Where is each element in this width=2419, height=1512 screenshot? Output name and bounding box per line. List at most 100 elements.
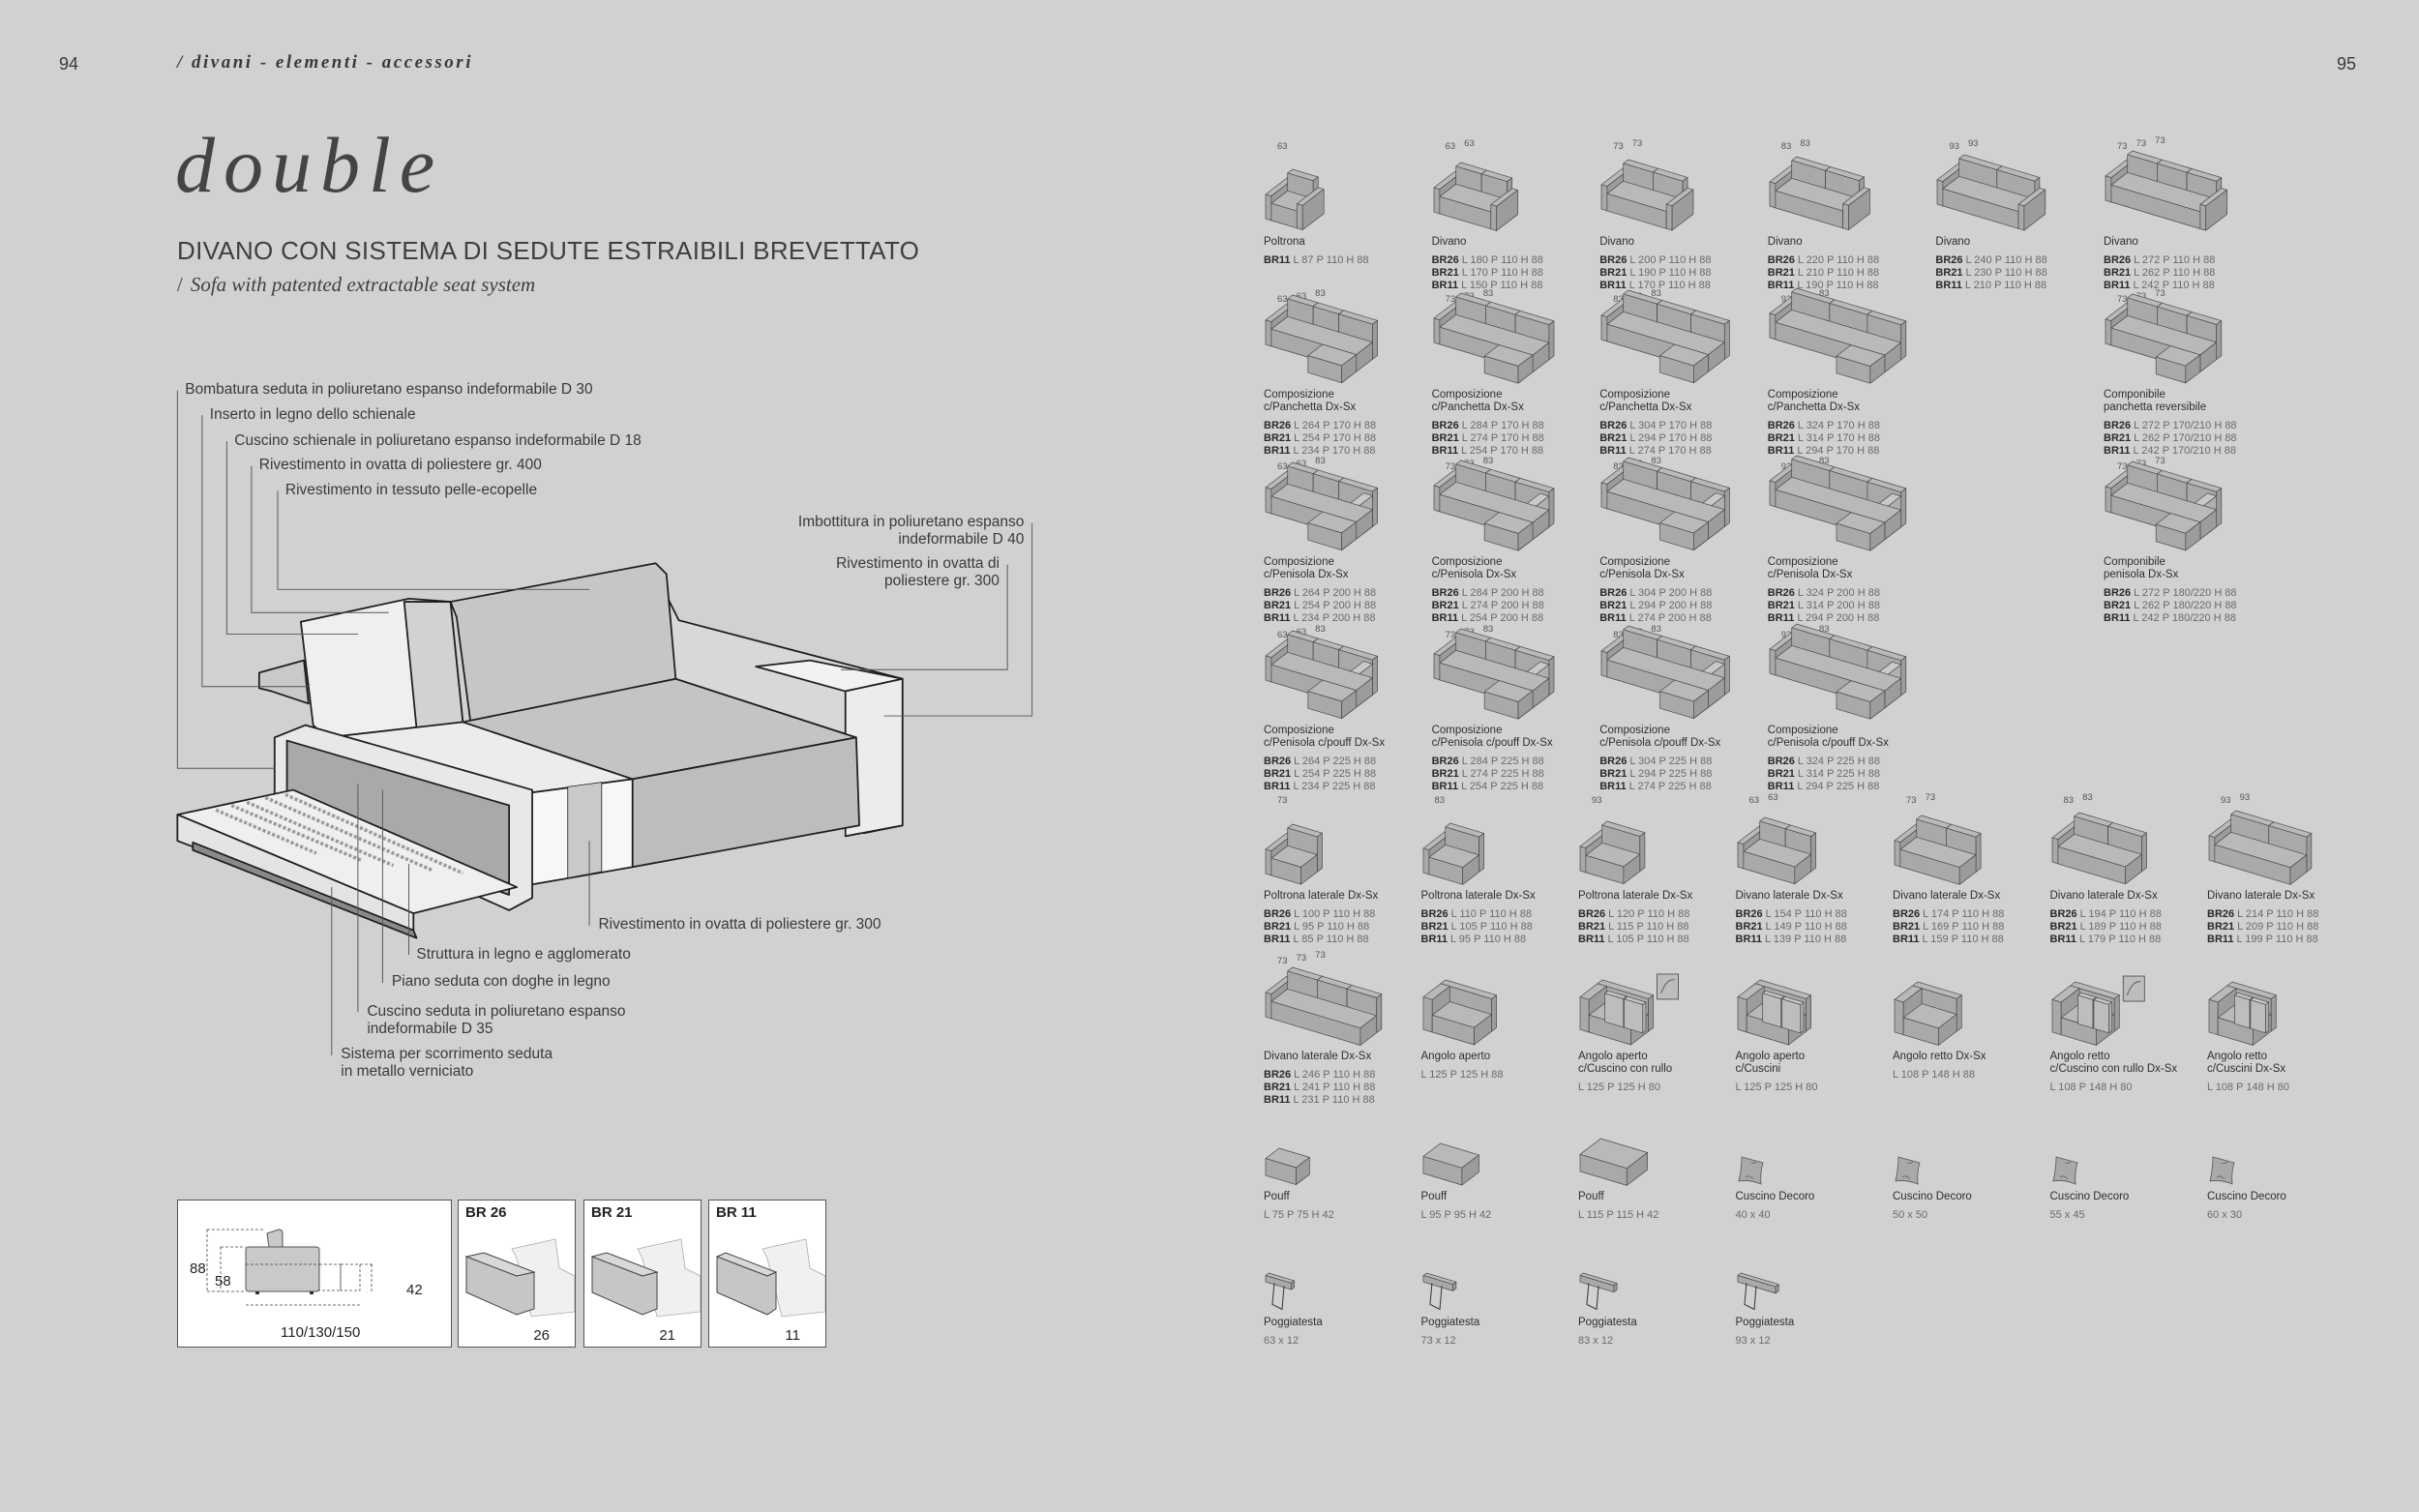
catalog-item[interactable]: 737383Composizionec/Penisola Dx-SxBR26L … [1432, 456, 1587, 625]
item-name-line: Composizione [1599, 556, 1671, 568]
seat-width: 63 [1768, 792, 1778, 803]
dimension-values: L 246 P 110 H 88 [1294, 1069, 1376, 1081]
seat-width: 73 [2155, 288, 2165, 299]
item-name-line: Composizione [1767, 389, 1838, 400]
catalog-item[interactable]: 939383Composizionec/Penisola Dx-SxBR26L … [1767, 455, 1923, 625]
dimension-values: L 234 P 225 H 88 [1293, 781, 1376, 792]
headrest-icon [1265, 1272, 1296, 1310]
catalog-item[interactable]: 838383Composizionec/Penisola Dx-SxBR26L … [1599, 456, 1754, 625]
item-dimensions: 73 x 12 [1421, 1335, 1576, 1348]
item-name-line: c/Penisola Dx-Sx [1599, 569, 1685, 580]
seat-width-labels: 73 [1277, 795, 1288, 806]
item-name-line: c/Penisola Dx-Sx [1264, 569, 1349, 580]
seat-width: 83 [1651, 288, 1661, 299]
seat-width: 83 [1315, 456, 1326, 466]
item-name: Divano [1935, 236, 2090, 249]
dimension-values: L 264 P 200 H 88 [1294, 587, 1377, 599]
callout-line: indeformabile D 40 [898, 531, 1025, 548]
dimension-values: L 230 P 110 H 88 [1965, 267, 2047, 279]
item-name-line: panchetta reversibile [2104, 401, 2207, 413]
item-name: Divano [2104, 236, 2258, 249]
item-illustration: 838383 [1599, 624, 1754, 725]
item-illustration [1736, 956, 1891, 1051]
dimension-values: L 190 P 110 H 88 [1797, 280, 1879, 291]
dimension-line: 73 x 12 [1421, 1335, 1576, 1348]
arm-model: BR11 [2104, 612, 2131, 624]
dimension-values: L 125 P 125 H 80 [1578, 1082, 1661, 1093]
sofa-icon [2105, 150, 2228, 231]
dimension-line: 83 x 12 [1578, 1335, 1733, 1348]
callout-top: Inserto in legno dello schienale [209, 405, 416, 423]
catalog-item[interactable]: 737373Componibilepanchetta reversibileBR… [2104, 288, 2258, 458]
dimension-values: L 234 P 170 H 88 [1293, 445, 1376, 457]
catalog-item[interactable]: 737383Composizionec/Penisola c/pouff Dx-… [1431, 624, 1587, 793]
item-name-line: Cuscino Decoro [2049, 1191, 2130, 1202]
catalog-item[interactable]: 838383Composizionec/Penisola c/pouff Dx-… [1599, 624, 1754, 793]
catalog-item[interactable]: 737383Composizionec/Panchetta Dx-SxBR26L… [1432, 288, 1587, 458]
corner-right-icon [1894, 981, 1962, 1046]
catalog-item[interactable]: 939383Composizionec/Panchetta Dx-SxBR26L… [1767, 287, 1923, 458]
item-name-line: c/Penisola c/pouff Dx-Sx [1264, 737, 1386, 749]
catalog-item[interactable]: 939383Composizionec/Penisola c/pouff Dx-… [1768, 623, 1923, 793]
seat-width: 73 [2135, 138, 2147, 149]
seat-width: 73 [1277, 795, 1288, 806]
roll-detail [1657, 973, 1679, 1000]
dimension-values: L 254 P 200 H 88 [1294, 600, 1377, 611]
item-name-line: c/Penisola Dx-Sx [1767, 569, 1853, 580]
catalog-item[interactable]: 838383Composizionec/Panchetta Dx-SxBR26L… [1599, 288, 1754, 458]
item-name-line: c/Penisola c/pouff Dx-Sx [1431, 737, 1553, 749]
